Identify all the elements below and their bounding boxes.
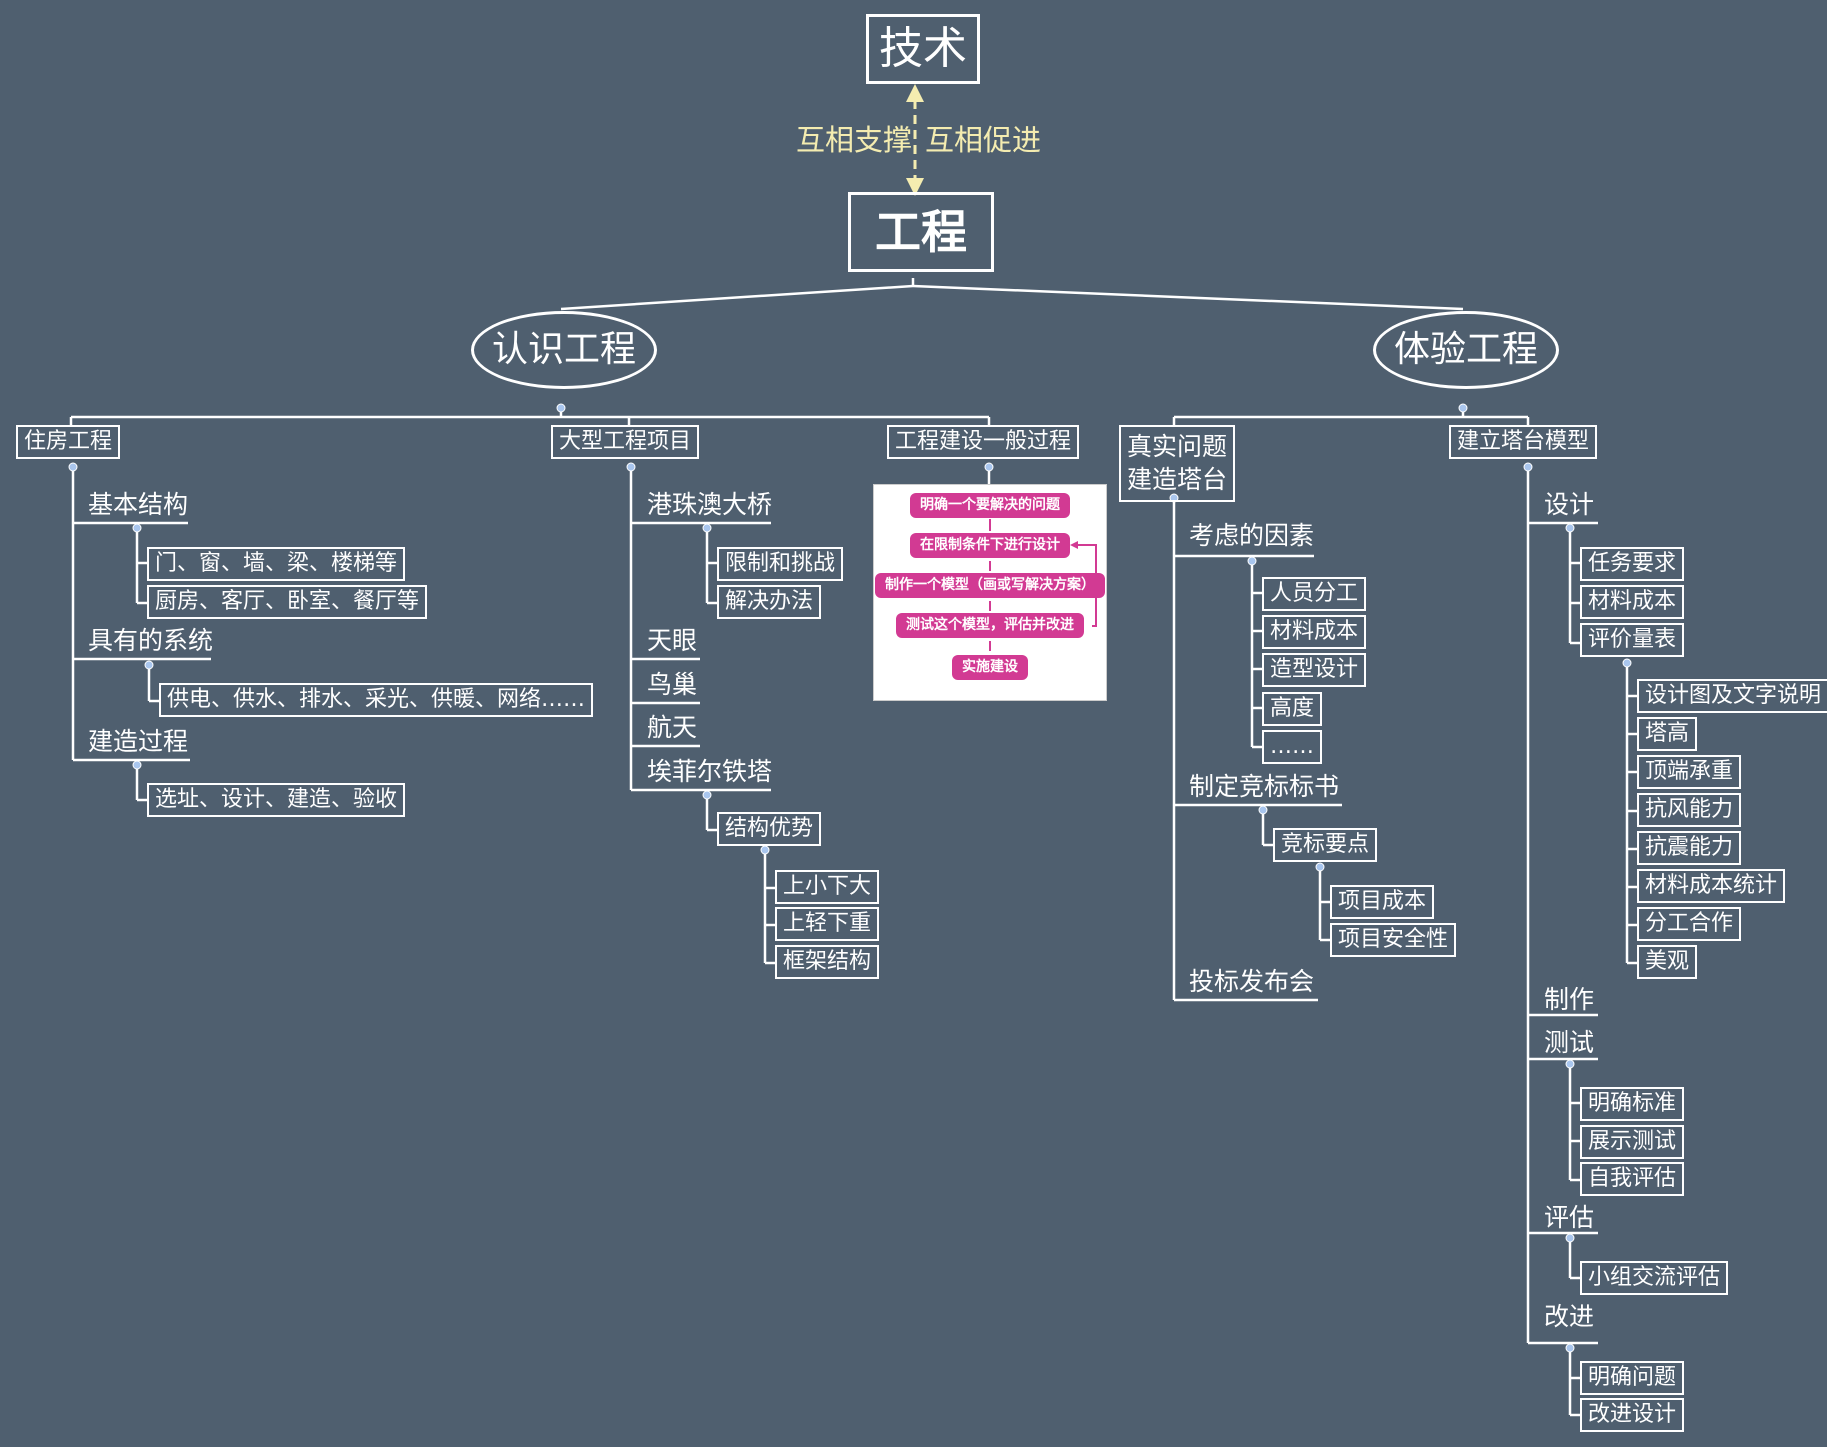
leaf-hzmb-item[interactable]: 解决办法 bbox=[717, 585, 822, 619]
node-hzmb[interactable]: 港珠澳大桥 bbox=[647, 490, 773, 519]
leaf-tender-item[interactable]: 项目成本 bbox=[1330, 885, 1435, 919]
leaf-hzmb-item[interactable]: 限制和挑战 bbox=[717, 547, 844, 581]
leaf-criteria[interactable]: 抗震能力 bbox=[1637, 831, 1742, 865]
node-general-process[interactable]: 工程建设一般过程 bbox=[887, 425, 1080, 459]
leaf-criteria[interactable]: 材料成本统计 bbox=[1637, 869, 1786, 903]
node-eiffel[interactable]: 埃菲尔铁塔 bbox=[647, 757, 773, 786]
leaf-design-item[interactable]: 任务要求 bbox=[1580, 547, 1685, 581]
relation-label-left: 互相支撑 bbox=[796, 123, 913, 157]
leaf-criteria[interactable]: 设计图及文字说明 bbox=[1637, 679, 1827, 713]
leaf-criteria[interactable]: 分工合作 bbox=[1637, 907, 1742, 941]
node-other-project[interactable]: 天眼 bbox=[647, 626, 698, 655]
node-evaluate[interactable]: 评估 bbox=[1544, 1203, 1595, 1232]
leaf-design-item[interactable]: 材料成本 bbox=[1580, 585, 1685, 619]
branch-experience-engineering[interactable]: 体验工程 bbox=[1373, 311, 1560, 389]
process-flowchart: 明确一个要解决的问题 在限制条件下进行设计 制作一个模型（画或写解决方案） 测试… bbox=[873, 484, 1107, 701]
leaf-test-item[interactable]: 明确标准 bbox=[1580, 1087, 1685, 1121]
flow-step: 实施建设 bbox=[952, 655, 1028, 681]
node-test[interactable]: 测试 bbox=[1544, 1028, 1595, 1057]
node-real-problem[interactable]: 真实问题 建造塔台 bbox=[1119, 425, 1235, 502]
leaf-improve-item[interactable]: 改进设计 bbox=[1580, 1398, 1685, 1432]
flow-step: 在限制条件下进行设计 bbox=[910, 533, 1070, 559]
leaf-factor[interactable]: …… bbox=[1262, 730, 1322, 764]
node-design[interactable]: 设计 bbox=[1544, 490, 1595, 519]
node-housing[interactable]: 住房工程 bbox=[16, 425, 121, 459]
leaf-factor[interactable]: 造型设计 bbox=[1262, 653, 1367, 687]
node-rubric[interactable]: 评价量表 bbox=[1580, 623, 1685, 657]
node-tower-model[interactable]: 建立塔台模型 bbox=[1449, 425, 1598, 459]
relation-label-right: 互相促进 bbox=[925, 123, 1042, 157]
leaf-eiffel-item[interactable]: 框架结构 bbox=[775, 945, 880, 979]
node-other-project[interactable]: 鸟巢 bbox=[647, 670, 698, 699]
leaf-basic-item[interactable]: 厨房、客厅、卧室、餐厅等 bbox=[147, 585, 428, 619]
leaf-improve-item[interactable]: 明确问题 bbox=[1580, 1361, 1685, 1395]
node-structure-advantage[interactable]: 结构优势 bbox=[717, 812, 822, 846]
leaf-system-item[interactable]: 供电、供水、排水、采光、供暖、网络…… bbox=[159, 683, 594, 717]
flow-step: 测试这个模型，评估并改进 bbox=[896, 613, 1084, 639]
leaf-eiffel-item[interactable]: 上轻下重 bbox=[775, 907, 880, 941]
leaf-basic-item[interactable]: 门、窗、墙、梁、楼梯等 bbox=[147, 547, 406, 581]
node-factors[interactable]: 考虑的因素 bbox=[1189, 521, 1315, 550]
leaf-criteria[interactable]: 抗风能力 bbox=[1637, 793, 1742, 827]
branch-know-engineering[interactable]: 认识工程 bbox=[471, 311, 658, 389]
leaf-criteria[interactable]: 顶端承重 bbox=[1637, 755, 1742, 789]
leaf-evaluate-item[interactable]: 小组交流评估 bbox=[1580, 1261, 1729, 1295]
leaf-test-item[interactable]: 展示测试 bbox=[1580, 1125, 1685, 1159]
leaf-eiffel-item[interactable]: 上小下大 bbox=[775, 870, 880, 904]
node-bid-meeting[interactable]: 投标发布会 bbox=[1189, 967, 1315, 996]
leaf-test-item[interactable]: 自我评估 bbox=[1580, 1162, 1685, 1196]
flow-step: 制作一个模型（画或写解决方案） bbox=[875, 573, 1105, 599]
leaf-process-item[interactable]: 选址、设计、建造、验收 bbox=[147, 783, 406, 817]
leaf-factor[interactable]: 材料成本 bbox=[1262, 615, 1367, 649]
leaf-criteria[interactable]: 美观 bbox=[1637, 945, 1698, 979]
node-basic-structure[interactable]: 基本结构 bbox=[88, 490, 189, 519]
node-tender-points[interactable]: 竞标要点 bbox=[1273, 828, 1378, 862]
leaf-factor[interactable]: 人员分工 bbox=[1262, 577, 1367, 611]
tech-node[interactable]: 技术 bbox=[866, 14, 980, 84]
node-large-projects[interactable]: 大型工程项目 bbox=[551, 425, 700, 459]
leaf-tender-item[interactable]: 项目安全性 bbox=[1330, 923, 1457, 957]
flow-step: 明确一个要解决的问题 bbox=[910, 493, 1070, 519]
root-node-engineering[interactable]: 工程 bbox=[848, 192, 994, 272]
node-build-process[interactable]: 建造过程 bbox=[88, 727, 189, 756]
node-make[interactable]: 制作 bbox=[1544, 985, 1595, 1014]
node-improve[interactable]: 改进 bbox=[1544, 1302, 1595, 1331]
node-other-project[interactable]: 航天 bbox=[647, 713, 698, 742]
leaf-criteria[interactable]: 塔高 bbox=[1637, 717, 1698, 751]
leaf-factor[interactable]: 高度 bbox=[1262, 692, 1323, 726]
node-systems[interactable]: 具有的系统 bbox=[88, 626, 214, 655]
node-tender[interactable]: 制定竞标标书 bbox=[1189, 772, 1340, 801]
